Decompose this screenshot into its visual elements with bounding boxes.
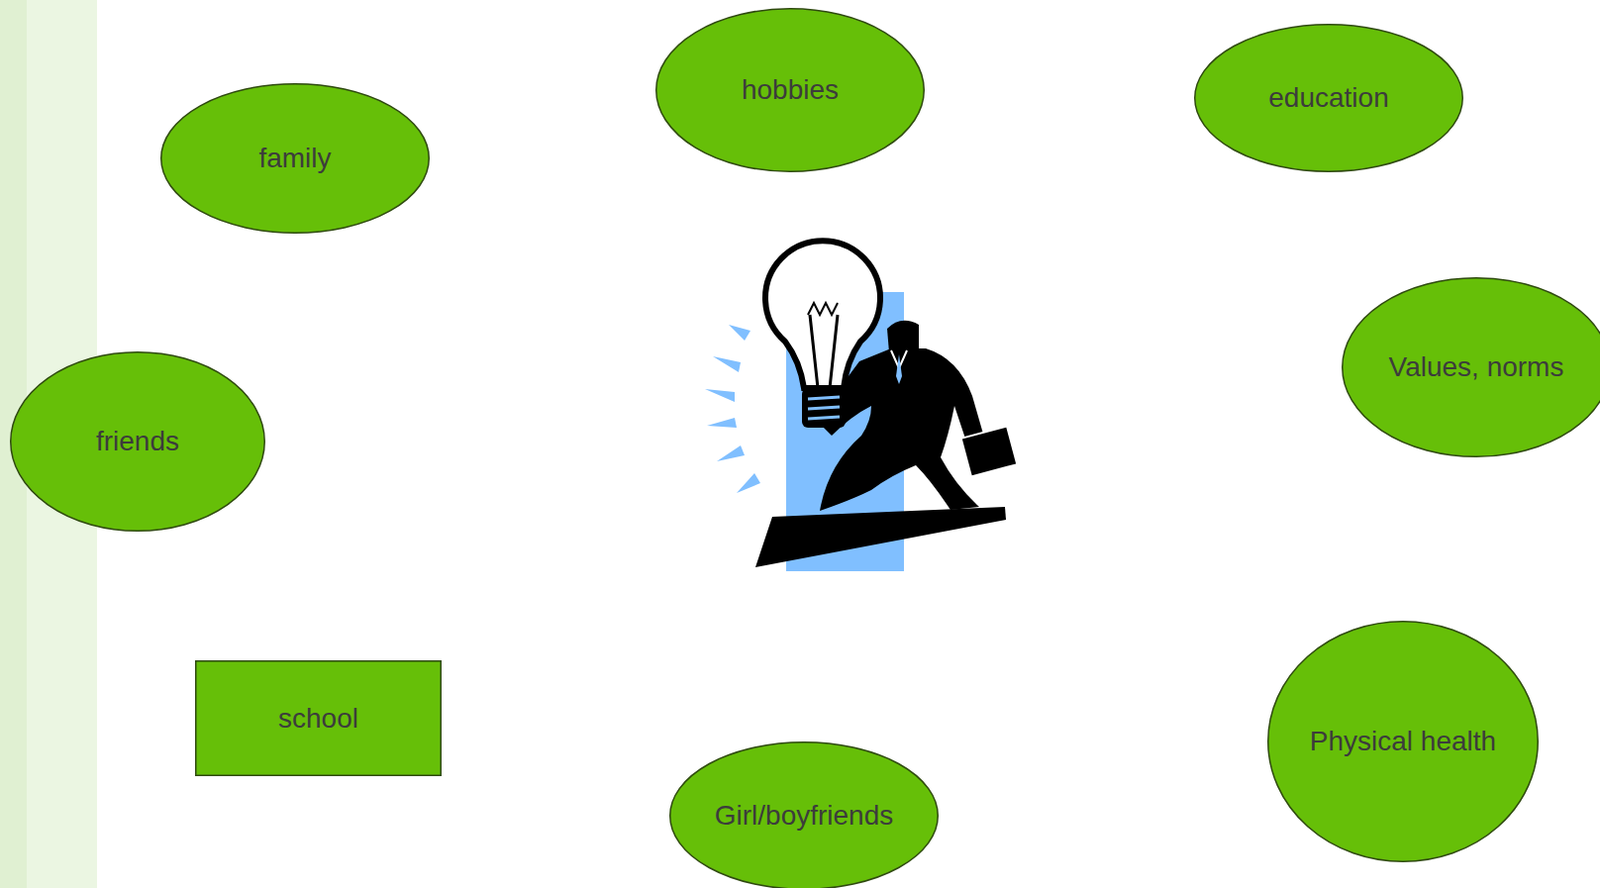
topic-ellipse: hobbies — [655, 7, 925, 173]
bulb-base — [801, 388, 846, 428]
ellipse-shape — [1268, 621, 1539, 863]
bulb-filament — [809, 314, 838, 389]
person-tie — [896, 354, 902, 385]
topic-ellipse: Values, norms — [1341, 277, 1600, 458]
light-ray — [706, 417, 737, 428]
ellipse-shape — [670, 742, 939, 888]
light-rays — [704, 324, 761, 494]
topic-ellipse: family — [160, 83, 430, 234]
ellipse-shape — [1342, 278, 1600, 458]
briefcase — [961, 425, 1018, 477]
ellipse-shape — [10, 352, 266, 532]
ellipse-shape — [656, 8, 925, 173]
topic-label: hobbies — [655, 7, 925, 173]
bulb-filament — [807, 302, 838, 315]
light-ray — [728, 324, 751, 341]
topic-label: education — [1194, 23, 1464, 173]
topic-label: school — [195, 660, 442, 777]
light-ray — [704, 389, 735, 402]
topic-label: Values, norms — [1341, 277, 1600, 458]
light-ray — [716, 445, 745, 462]
topic-ellipse: Girl/boyfriends — [669, 741, 939, 888]
light-ray — [712, 356, 741, 373]
topic-ellipse: friends — [9, 351, 266, 532]
light-bulb — [765, 240, 881, 389]
topic-ellipse: education — [1194, 23, 1464, 173]
bulb-thread — [807, 397, 840, 419]
topic-box: school — [195, 660, 442, 777]
ellipse-shape — [161, 84, 430, 234]
box-shape — [196, 661, 442, 777]
ground-wedge — [755, 506, 1006, 568]
topic-ellipse: Physical health — [1267, 620, 1539, 863]
topic-label: Girl/boyfriends — [669, 741, 939, 888]
ellipse-shape — [1195, 24, 1464, 173]
topic-label: family — [160, 83, 430, 234]
topic-label: Physical health — [1267, 620, 1539, 863]
light-ray — [736, 473, 761, 494]
topic-label: friends — [9, 351, 266, 532]
